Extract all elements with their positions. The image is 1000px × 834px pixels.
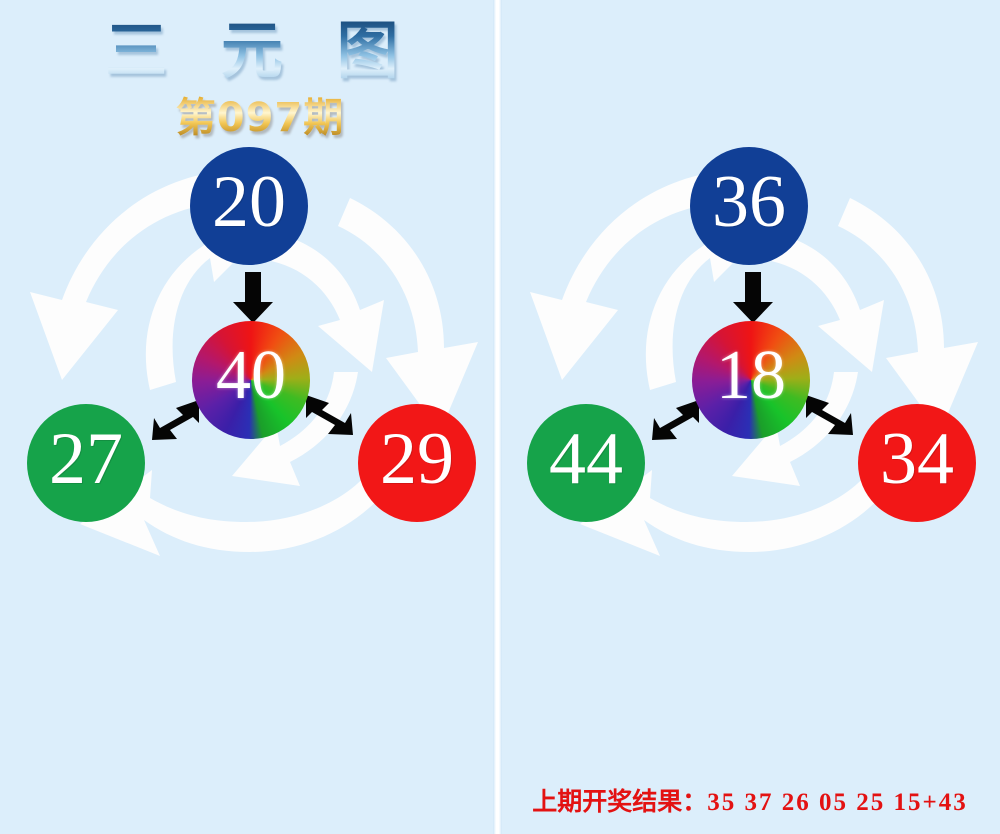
- previous-result-numbers: 35 37 26 05 25 15+43: [707, 789, 968, 816]
- ball-right[interactable]: 29: [358, 404, 476, 522]
- ball-center[interactable]: 18: [692, 321, 810, 439]
- ball-top[interactable]: 20: [190, 147, 308, 265]
- previous-result-label: 上期开奖结果：: [532, 787, 708, 816]
- ball-right-label: 34: [880, 418, 954, 500]
- right-diagram-panel: 36 18 44 34: [500, 0, 1000, 760]
- black-arrow-upleft-icon: [305, 393, 353, 437]
- ball-left-label: 27: [49, 418, 123, 500]
- outer-arc-right-icon: [838, 198, 978, 432]
- ball-right-label: 29: [380, 418, 454, 500]
- black-arrow-down-icon: [732, 272, 774, 324]
- ball-center-label: 18: [716, 337, 786, 414]
- outer-arc-right-icon: [338, 198, 478, 432]
- ball-center[interactable]: 40: [192, 321, 310, 439]
- black-arrow-upright-icon: [652, 398, 700, 442]
- ball-top-label: 20: [212, 161, 286, 243]
- ball-top[interactable]: 36: [690, 147, 808, 265]
- title-block: 三 元 图 第097期: [100, 18, 420, 143]
- ball-right[interactable]: 34: [858, 404, 976, 522]
- issue-number: 第097期: [100, 85, 420, 143]
- black-arrow-down-icon: [232, 272, 274, 324]
- ball-left[interactable]: 44: [527, 404, 645, 522]
- black-arrow-upright-icon: [152, 398, 200, 442]
- ball-top-label: 36: [712, 161, 786, 243]
- panel-divider: [493, 0, 502, 834]
- ball-left-label: 44: [549, 418, 623, 500]
- black-arrow-upleft-icon: [805, 393, 853, 437]
- left-diagram-panel: 20 40 27 29: [0, 0, 500, 760]
- ball-center-label: 40: [216, 337, 286, 414]
- previous-result-line: 上期开奖结果：35 37 26 05 25 15+43: [500, 782, 1000, 818]
- ball-left[interactable]: 27: [27, 404, 145, 522]
- page-title: 三 元 图: [100, 18, 420, 83]
